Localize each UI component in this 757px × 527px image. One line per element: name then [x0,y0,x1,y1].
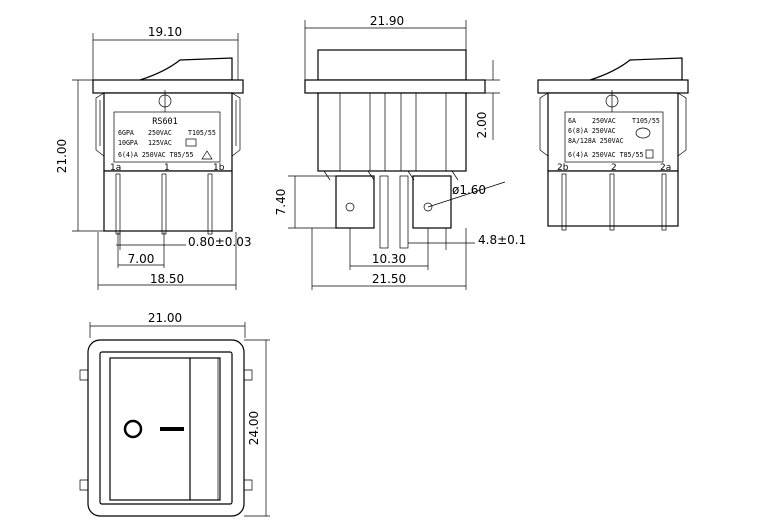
side-top-width: 21.90 [370,14,404,28]
front-pin-1: 1 [164,163,170,173]
front-body-width: 18.50 [150,272,184,286]
rear-pin-2: 2 [611,163,617,173]
front-label-l3: 6(4)A 250VAC T85/55 [118,151,193,159]
rear-label-l1-mid: 250VAC [592,117,616,125]
rear-label-l1-right: T105/55 [632,117,660,125]
front-label-l1-left: 6GPA [118,129,134,137]
side-lip: 2.00 [475,112,489,139]
front-label-l1-right: T105/55 [188,129,216,137]
ce-mark-icon [645,149,654,159]
cert-triangle-icon [201,150,213,160]
rear-view: 6A 250VAC T105/55 6(8)A 250VAC 8A/128A 2… [537,57,689,231]
front-height: 21.00 [55,139,69,173]
rear-label-l3: 8A/128A 250VAC [568,137,624,145]
side-pin-length: 7.40 [274,189,288,216]
top-height: 24.00 [247,411,261,445]
cert-mark-icon [635,127,651,139]
on-symbol [160,427,184,431]
front-pin-pitch: 7.00 [128,252,155,266]
side-hole: ø1.60 [452,183,486,197]
front-label-l2-mid: 125VAC [148,139,172,147]
rear-pin-2b: 2b [557,163,569,173]
front-label-l2-left: 10GPA [118,139,138,147]
ul-mark-icon [185,138,197,147]
rear-label-l2: 6(8)A 250VAC [568,127,616,135]
top-view: 21.00 24.00 [79,311,270,517]
rocker-button [109,357,221,501]
front-pin-1a: 1a [110,163,121,173]
front-view: 19.10 RS601 6GPA 250VAC T105/55 10GPA 12… [55,25,252,290]
front-label-model: RS601 [152,117,178,127]
top-width: 21.00 [148,311,182,325]
front-pin-1b: 1b [213,163,225,173]
side-pin-width: 4.8±0.1 [478,233,526,247]
rear-label-l1-left: 6A [568,117,576,125]
rear-label-l4: 6(4)A 250VAC T85/55 [568,151,643,159]
front-pin-thickness: 0.80±0.03 [188,235,252,249]
switch-frame [87,339,245,517]
side-view: 21.90 2.00 7.40 ø1.60 [274,14,526,290]
front-top-width: 19.10 [148,25,182,39]
front-label-l1-mid: 250VAC [148,129,172,137]
off-symbol [123,419,143,439]
side-pin-spacing: 10.30 [372,252,406,266]
side-body-width: 21.50 [372,272,406,286]
rear-pin-2a: 2a [660,163,671,173]
